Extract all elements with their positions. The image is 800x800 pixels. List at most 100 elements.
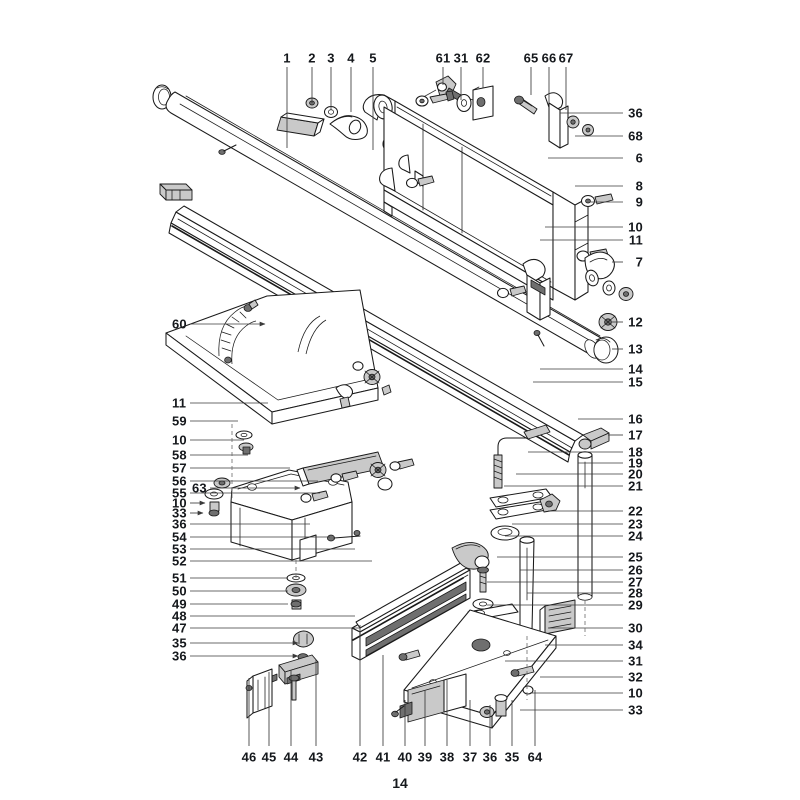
vertical-post-right: [577, 438, 593, 601]
part-callout-67: 67: [558, 50, 574, 66]
part-callout-38: 38: [439, 749, 455, 765]
part-callout-26: 26: [628, 562, 643, 578]
part-callout-65: 65: [523, 50, 539, 66]
part-callout-23: 23: [628, 516, 643, 532]
part-callout-56: 56: [172, 473, 187, 489]
part-callout-46: 46: [241, 749, 257, 765]
rail-end-cap: [159, 183, 193, 201]
part-callout-36: 36: [628, 105, 643, 121]
part-callout-58: 58: [172, 447, 187, 463]
part-callout-60: 60: [172, 316, 187, 332]
part-callout-42: 42: [352, 749, 368, 765]
part-callout-19: 19: [628, 455, 643, 471]
part-callout-10: 10: [628, 219, 643, 235]
bottom-fitting-group: [391, 649, 535, 723]
part-callout-59: 59: [172, 413, 187, 429]
part-callout-66: 66: [541, 50, 557, 66]
part-callout-50: 50: [172, 583, 187, 599]
part-callout-33: 33: [172, 505, 187, 521]
part-callout-34: 34: [628, 637, 643, 653]
lower-left-cluster: [245, 573, 319, 719]
part-callout-61: 61: [435, 50, 451, 66]
part-callout-40: 40: [397, 749, 413, 765]
part-callout-36: 36: [482, 749, 498, 765]
part-callout-57: 57: [172, 460, 187, 476]
part-callout-63: 63: [192, 480, 207, 496]
table-right-fittings: [335, 361, 392, 409]
leader-lines: [190, 67, 623, 746]
part-callout-31: 31: [628, 653, 643, 669]
bolt-65: [514, 95, 538, 115]
part-callout-14: 14: [628, 361, 643, 377]
part-callout-5: 5: [369, 50, 377, 66]
part-callout-6: 6: [635, 150, 643, 166]
fence-extrusion-42: [351, 559, 471, 661]
part-callout-53: 53: [172, 541, 187, 557]
spring-rod-assembly: [493, 424, 551, 489]
part-callout-37: 37: [462, 749, 478, 765]
bolt-housing-lower: [405, 175, 435, 189]
part-callout-52: 52: [172, 553, 187, 569]
part-callout-4: 4: [347, 50, 355, 66]
bolt-8-9: [580, 193, 614, 208]
part-callout-10: 10: [172, 432, 187, 448]
clamp-fitting-22: [539, 493, 561, 513]
part-callout-7: 7: [635, 254, 643, 270]
part-callout-13: 13: [628, 341, 643, 357]
part-callout-54: 54: [172, 529, 187, 545]
screw-bottom-left: [398, 649, 421, 661]
part-callout-32: 32: [628, 669, 643, 685]
part-callout-27: 27: [628, 574, 643, 590]
part-callout-30: 30: [628, 620, 643, 636]
part-callout-9: 9: [635, 194, 643, 210]
part-callout-29: 29: [628, 597, 643, 613]
part-callout-2: 2: [308, 50, 316, 66]
knob-12: [598, 313, 618, 331]
tube-pin: [218, 144, 237, 155]
part-callout-28: 28: [628, 585, 643, 601]
link-plates: [489, 488, 561, 541]
part-callout-39: 39: [417, 749, 433, 765]
part-callout-3: 3: [327, 50, 335, 66]
part-callout-49: 49: [172, 596, 187, 612]
part-callout-68: 68: [628, 128, 643, 144]
part-callout-1: 1: [283, 50, 291, 66]
part-callout-16: 16: [628, 411, 643, 427]
part-callout-55: 55: [172, 485, 187, 501]
part-callout-15: 15: [628, 374, 643, 390]
part-callout-43: 43: [308, 749, 324, 765]
scale-block-30: [539, 599, 576, 639]
part-callout-8: 8: [635, 178, 643, 194]
part-callout-48: 48: [172, 608, 187, 624]
end-cap-13: [593, 336, 619, 364]
part-callout-64: 64: [527, 749, 543, 765]
part-callout-11: 11: [172, 395, 187, 411]
bolt-skirt: [496, 285, 527, 299]
part-callout-25: 25: [628, 549, 643, 565]
pin-14-15: [533, 329, 545, 347]
part-callout-44: 44: [283, 749, 299, 765]
part-callout-10: 10: [172, 495, 187, 511]
part-callout-20: 20: [628, 466, 643, 482]
part-7-bracket: [584, 251, 634, 301]
part-callout-17: 17: [628, 427, 643, 443]
vertical-post-center: [519, 536, 535, 637]
part-callout-24: 24: [628, 528, 643, 544]
part-callout-31: 31: [453, 50, 469, 66]
part-callout-35: 35: [504, 749, 520, 765]
part-callout-11: 11: [628, 232, 643, 248]
part-callout-35: 35: [172, 635, 187, 651]
part-callout-12: 12: [628, 314, 643, 330]
bolt-front-left: [415, 90, 455, 107]
page-number: 14: [392, 775, 408, 791]
table-platen-60: [165, 289, 392, 425]
part-callout-10: 10: [628, 685, 643, 701]
part-callout-21: 21: [628, 478, 643, 494]
main-housing-body: [362, 92, 589, 321]
part-callout-51: 51: [172, 570, 187, 586]
mid-bracket-assembly: [204, 430, 415, 562]
part-callout-22: 22: [628, 503, 643, 519]
part-callout-62: 62: [475, 50, 491, 66]
